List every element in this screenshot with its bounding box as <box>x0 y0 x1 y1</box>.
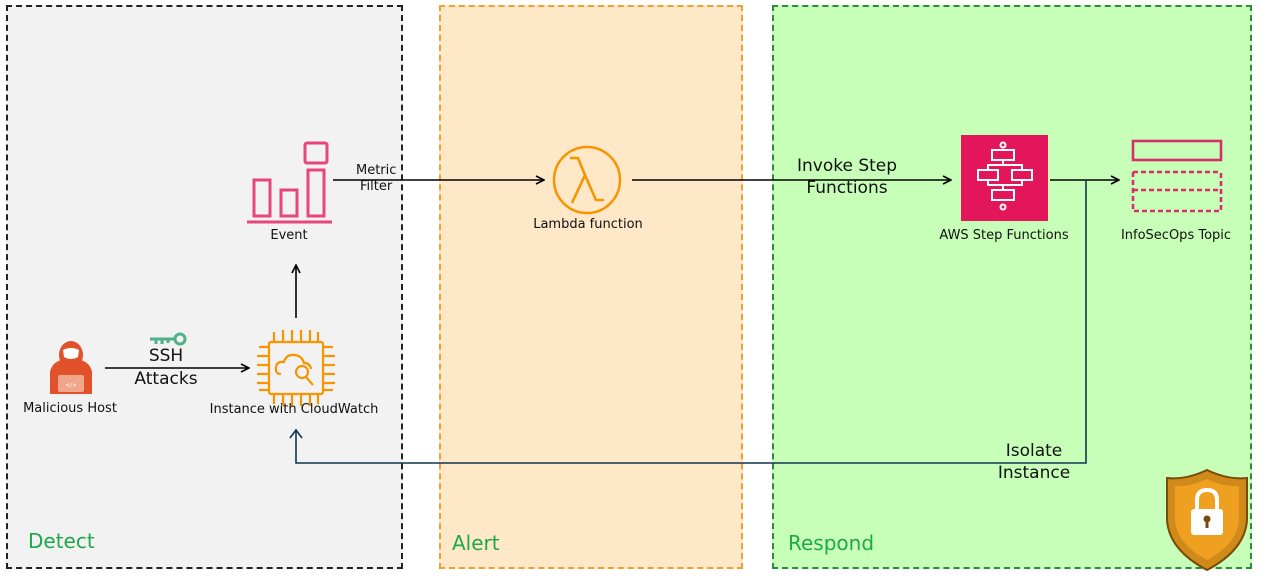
isolate-label-line2: Instance <box>997 463 1071 483</box>
alert-panel: Alert <box>439 5 743 569</box>
respond-panel: Respond <box>772 5 1252 569</box>
ssh-label-line2: Attacks <box>134 369 198 389</box>
cloudwatch-chip-icon <box>257 330 335 406</box>
detect-title: Detect <box>28 529 95 553</box>
topic-icon <box>1131 139 1223 213</box>
hacker-icon: </> <box>50 341 92 394</box>
detect-panel: Detect <box>6 5 403 569</box>
lambda-label: Lambda function <box>533 217 643 232</box>
bar-chart-icon <box>247 141 332 224</box>
event-label: Event <box>270 228 308 243</box>
step-functions-label: AWS Step Functions <box>939 228 1069 243</box>
shield-lock-icon <box>1166 468 1248 572</box>
step-functions-icon <box>961 135 1048 221</box>
metric-filter-label-line1: Metric <box>356 163 397 178</box>
topic-label: InfoSecOps Topic <box>1120 228 1232 243</box>
invoke-label-line2: Functions <box>806 178 888 198</box>
lambda-icon <box>552 145 622 215</box>
ssh-label-line1: SSH <box>148 346 184 366</box>
svg-text:</>: </> <box>66 382 77 389</box>
invoke-label-line1: Invoke Step <box>796 156 898 176</box>
key-icon <box>150 332 187 346</box>
respond-title: Respond <box>788 531 875 555</box>
metric-filter-label-line2: Filter <box>360 179 393 194</box>
alert-title: Alert <box>452 531 500 555</box>
malicious-host-label: Malicious Host <box>23 401 117 416</box>
instance-label: Instance with CloudWatch <box>209 402 379 417</box>
edge-isolate-instance <box>289 180 1087 464</box>
isolate-label-line1: Isolate <box>1005 441 1063 461</box>
